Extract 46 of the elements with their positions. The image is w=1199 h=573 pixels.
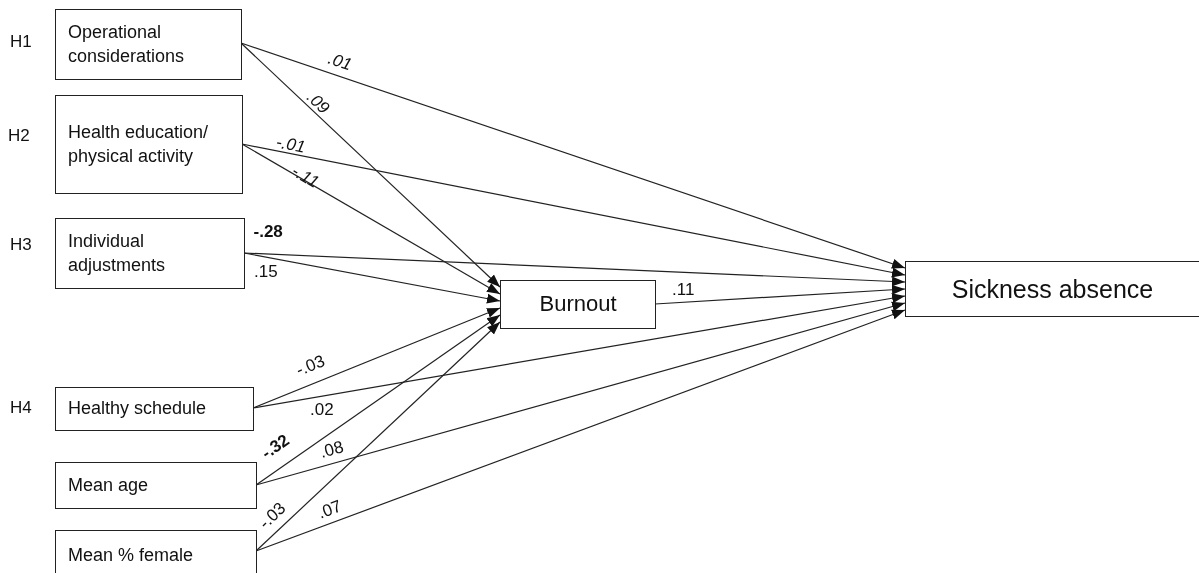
path-arrow (255, 321, 501, 552)
path-arrow (255, 309, 906, 552)
variable-box (55, 530, 257, 573)
path-coefficient: .08 (317, 437, 346, 463)
path-arrow (241, 143, 906, 278)
path-coefficient: .07 (315, 496, 345, 524)
hypothesis-label: H3 (10, 235, 32, 255)
path-coefficient: -.03 (254, 498, 290, 534)
variable-box (55, 9, 242, 80)
variable-box (500, 280, 656, 329)
path-arrow (252, 293, 906, 409)
variable-box (55, 218, 245, 289)
variable-name: Mean % female (68, 543, 194, 567)
path-arrow (252, 307, 501, 409)
path-coefficient: .11 (672, 280, 695, 300)
path-arrow (255, 301, 906, 486)
path-coefficient: -.32 (257, 430, 293, 464)
path-coefficient: -.01 (273, 132, 307, 158)
variable-name: Healthy schedule (68, 397, 207, 421)
path-arrow (240, 42, 906, 269)
variable-name: Burnout (539, 290, 617, 319)
path-arrow (243, 252, 501, 304)
hypothesis-label: H2 (8, 126, 30, 146)
variable-name: Operational considerations (68, 21, 186, 68)
path-coefficient: .15 (254, 262, 278, 282)
variable-box (55, 462, 257, 509)
hypothesis-label: H1 (10, 32, 32, 52)
path-coefficient: -.03 (292, 351, 328, 381)
hypothesis-label: H4 (10, 398, 32, 418)
path-coefficient: .02 (310, 400, 334, 420)
variable-name: Mean age (68, 473, 149, 497)
path-coefficient: -.28 (253, 222, 283, 242)
path-coefficient: .01 (325, 48, 355, 76)
variable-box (55, 387, 254, 431)
path-arrow (255, 314, 501, 486)
path-coefficient: -.11 (287, 161, 323, 193)
variable-name: Health education/ physical activity (68, 121, 210, 168)
path-coefficient: .09 (302, 87, 334, 119)
variable-name: Individual adjustments (68, 230, 167, 277)
variable-name: Sickness absence (951, 273, 1154, 305)
variable-box (55, 95, 243, 194)
path-arrow (243, 252, 906, 287)
path-arrow (241, 143, 501, 295)
path-arrow (654, 284, 906, 305)
path-arrow (240, 42, 501, 288)
variable-box (905, 261, 1199, 317)
